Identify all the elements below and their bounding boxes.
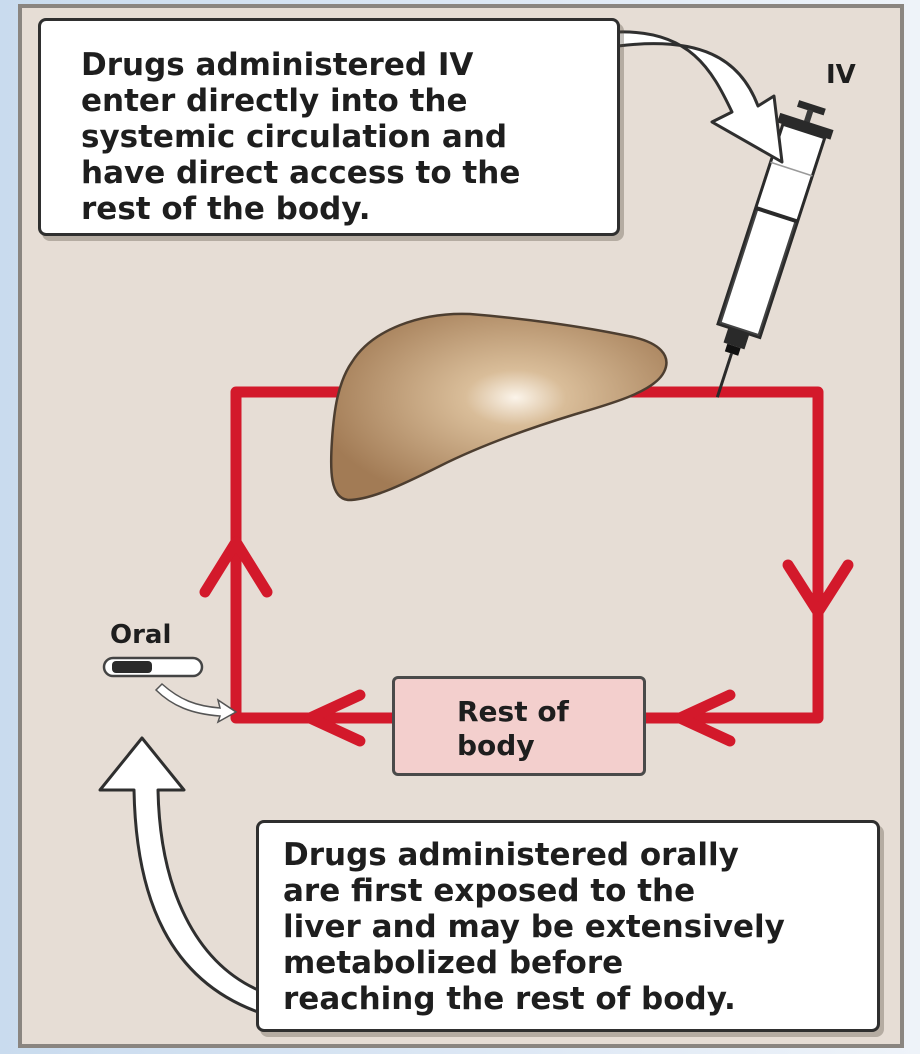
oral-pointer-arrow <box>100 738 258 1012</box>
iv-callout-text: Drugs administered IV enter directly int… <box>81 47 599 227</box>
iv-pointer-arrow <box>618 32 782 162</box>
liver-icon <box>331 314 666 500</box>
oral-callout: Drugs administered orally are first expo… <box>256 820 880 1032</box>
iv-label: IV <box>826 60 856 90</box>
oral-label: Oral <box>110 620 171 650</box>
rest-of-body-box: Rest of body <box>392 676 646 776</box>
oral-callout-text: Drugs administered orally are first expo… <box>283 837 867 1017</box>
oral-entry-arrow <box>156 684 236 722</box>
iv-callout: Drugs administered IV enter directly int… <box>38 18 620 236</box>
capsule-icon <box>104 658 202 676</box>
